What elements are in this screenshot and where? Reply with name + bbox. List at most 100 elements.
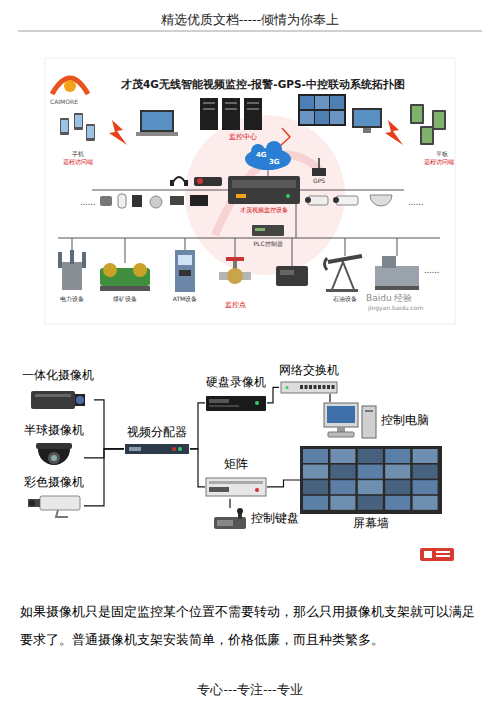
dome-icon — [32, 441, 76, 475]
dvr-icon — [205, 393, 267, 413]
small-devices-part — [172, 177, 186, 184]
connector-line — [267, 387, 279, 403]
icon-label: PLC控制器 — [253, 241, 282, 248]
laptop-icon — [136, 110, 178, 136]
oil-pumpjack-part — [326, 289, 358, 292]
phone-icons-part — [75, 115, 82, 127]
tablet-icons-part — [412, 106, 422, 122]
connector-line — [190, 403, 205, 449]
video-wall-icon-part — [300, 111, 314, 124]
monitor-icon-part — [352, 108, 382, 128]
tablet-icons-part — [422, 128, 432, 143]
server-icons-part — [225, 102, 237, 104]
mining-equipment-part — [100, 286, 150, 291]
small-devices-part — [184, 180, 188, 186]
oil-pumpjack-part — [331, 262, 355, 292]
icon-label: 监控中心 — [229, 134, 257, 141]
phone-icons-part — [61, 120, 68, 132]
video-monitoring-device-part — [286, 194, 290, 198]
ellipsis-mark: ...... — [408, 198, 423, 207]
video-wall-icon — [298, 94, 346, 126]
industrial-machine-part — [375, 266, 419, 286]
network-cloud-part — [268, 170, 269, 176]
camera-icons-part — [370, 195, 392, 206]
plc-controller — [252, 225, 284, 236]
icon-label: 才茂视频监控设备 — [240, 207, 288, 214]
splitter-icon — [124, 443, 190, 455]
wireless-bolt-part — [109, 120, 127, 145]
icon-label: 平板 — [436, 151, 448, 158]
video-monitoring-device-part — [232, 180, 296, 188]
phone-icons-part — [87, 126, 94, 138]
cloud-label: 4G — [256, 151, 267, 159]
industrial-machine-part — [382, 256, 396, 268]
tablet-icons-part — [420, 126, 434, 145]
device-node: 硬盘录像机 — [205, 376, 267, 413]
watermark: jingyan.baidu.com — [368, 305, 423, 312]
server-icons — [200, 98, 262, 130]
laptop-icon-part — [142, 112, 172, 130]
power-equipment-part — [82, 252, 86, 268]
vehicle-terminal — [276, 266, 308, 286]
switch-icon — [280, 381, 338, 394]
server-icons-part — [222, 98, 240, 130]
network-cloud-part — [280, 128, 290, 146]
icon-label: 石油设备 — [333, 296, 357, 303]
logo-text: CAIMORE — [50, 99, 78, 106]
connector-line — [190, 449, 205, 487]
watermark-circle-part — [185, 115, 345, 275]
server-icons-part — [225, 108, 237, 110]
ellipsis-mark: ...... — [80, 198, 95, 207]
industrial-machine — [375, 256, 419, 290]
sensor-icons-part — [118, 194, 126, 208]
oil-pumpjack-part — [325, 258, 328, 270]
sensor-icons-part — [132, 195, 142, 207]
device-node: 网络交换机 — [279, 364, 339, 394]
keyboard-icon — [212, 508, 248, 530]
video-monitoring-device-part — [228, 176, 300, 204]
valve-part — [226, 257, 244, 261]
monitor-icon-part — [363, 128, 371, 133]
icon-label: GPS — [313, 178, 325, 185]
oil-pumpjack-part — [328, 256, 362, 262]
device-node: 控制键盘 — [212, 508, 299, 530]
figure-frame-part — [45, 58, 455, 324]
atm-machine — [175, 250, 195, 292]
bus-lines-part — [185, 238, 186, 250]
vehicle-terminal-part — [280, 270, 294, 275]
device-node: 视频分配器 — [124, 426, 190, 455]
tablet-icons-part — [434, 112, 444, 128]
monitor-icon — [352, 108, 382, 133]
bus-lines-part — [72, 238, 73, 250]
video-wall-icon-part — [300, 96, 314, 109]
sensor-icons-part — [190, 195, 208, 206]
video-wall-icon-part — [315, 111, 329, 124]
bus-lines-part — [235, 238, 236, 257]
server-icons-part — [203, 108, 215, 110]
sensor-icons-part — [150, 196, 162, 208]
oil-pumpjack — [325, 256, 363, 292]
wireless-bolt-part — [385, 120, 403, 145]
camera-icons-part — [308, 196, 328, 205]
phone-icons-part — [60, 118, 69, 135]
device-label: 硬盘录像机 — [206, 376, 266, 390]
ellipsis-mark: ...... — [424, 266, 439, 275]
power-equipment-part — [58, 252, 62, 268]
icon-label: 电力设备 — [60, 296, 84, 303]
tablet-icons-part — [432, 110, 446, 130]
mining-equipment — [100, 263, 150, 291]
power-equipment-part — [62, 262, 82, 290]
cloud-label: 3G — [269, 158, 280, 166]
laptop-icon-part — [140, 110, 174, 132]
header-rule — [18, 31, 482, 32]
video-monitoring-device-part — [236, 194, 246, 198]
small-devices — [170, 177, 222, 186]
pc-icon — [322, 402, 378, 440]
icon-label: ATM设备 — [173, 296, 197, 303]
watermark: Baidu 经验 — [366, 293, 412, 303]
device-label: 一体化摄像机 — [22, 369, 94, 383]
device-node: 控制电脑 — [322, 402, 429, 440]
small-devices-part — [170, 180, 174, 186]
bus-lines-part — [296, 204, 297, 238]
